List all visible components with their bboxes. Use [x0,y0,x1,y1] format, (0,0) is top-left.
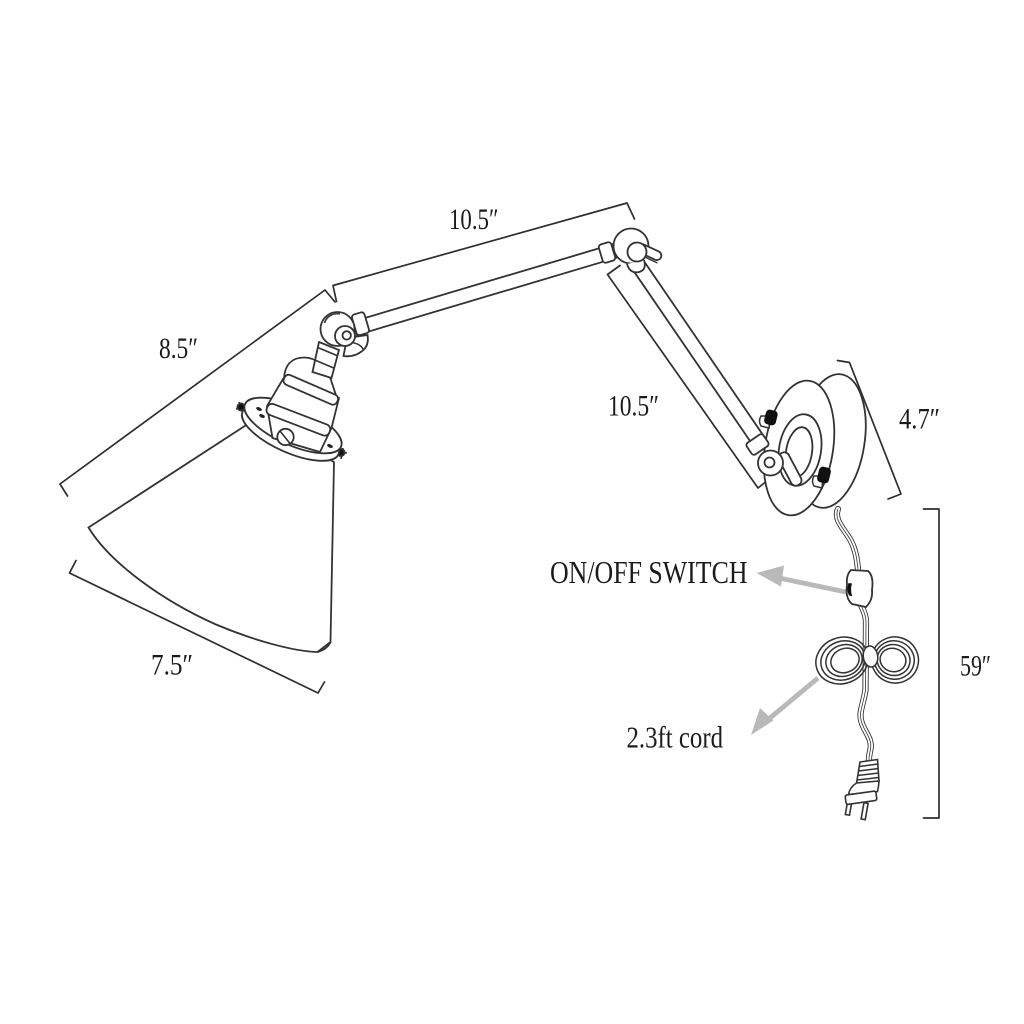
svg-text:10.5″: 10.5″ [608,390,659,423]
svg-text:10.5″: 10.5″ [449,203,499,236]
svg-text:4.7″: 4.7″ [899,403,940,436]
svg-text:59″: 59″ [960,649,991,682]
svg-text:8.5″: 8.5″ [159,332,198,365]
svg-text:2.3ft cord: 2.3ft cord [627,720,724,755]
svg-text:ON/OFF SWITCH: ON/OFF SWITCH [550,554,748,590]
svg-text:7.5″: 7.5″ [151,649,193,682]
